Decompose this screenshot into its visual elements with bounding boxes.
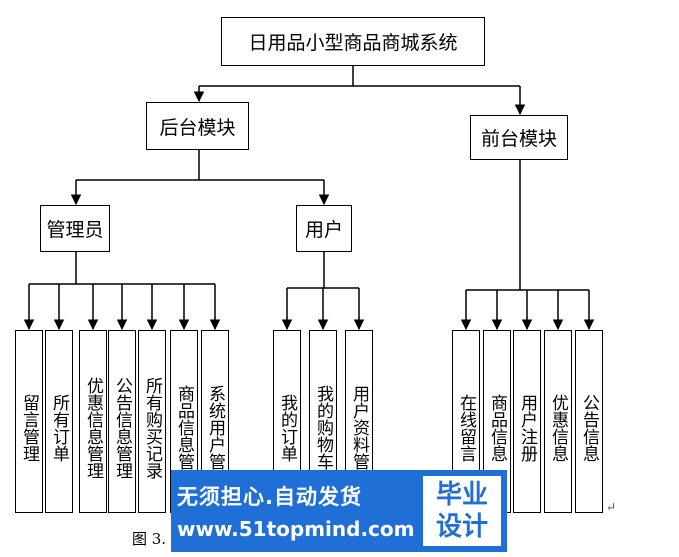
frontend-function-node: 用户注册 [513, 330, 541, 513]
admin-function-node: 所有购买记录 [138, 330, 166, 513]
watermark-badge-line1: 毕业 [435, 480, 488, 510]
watermark-banner: 无须担心.自动发货 www.51topmind.com 毕业 设计 [171, 470, 507, 552]
frontend-function-node: 公告信息 [575, 330, 603, 513]
paragraph-return-mark: ↵ [606, 500, 617, 514]
figure-caption: 图 3. [132, 530, 167, 548]
watermark-url: www.51topmind.com [177, 517, 415, 541]
admin-function-node: 优惠信息管理 [79, 330, 107, 513]
backend-module-node: 后台模块 [146, 102, 249, 150]
frontend-function-node: 优惠信息 [544, 330, 572, 513]
admin-role-node: 管理员 [40, 205, 110, 252]
watermark-slogan: 无须担心.自动发货 [177, 485, 362, 509]
watermark-badge-line2: 设计 [435, 512, 488, 542]
root-node: 日用品小型商品商城系统 [221, 17, 485, 66]
admin-function-node: 公告信息管理 [108, 330, 136, 513]
user-role-node: 用户 [296, 205, 352, 252]
frontend-module-node: 前台模块 [470, 115, 568, 160]
admin-function-node: 留言管理 [15, 330, 43, 513]
admin-function-node: 所有订单 [45, 330, 73, 513]
watermark-text-block: 无须担心.自动发货 www.51topmind.com [171, 470, 423, 552]
watermark-badge: 毕业 设计 [423, 476, 501, 546]
